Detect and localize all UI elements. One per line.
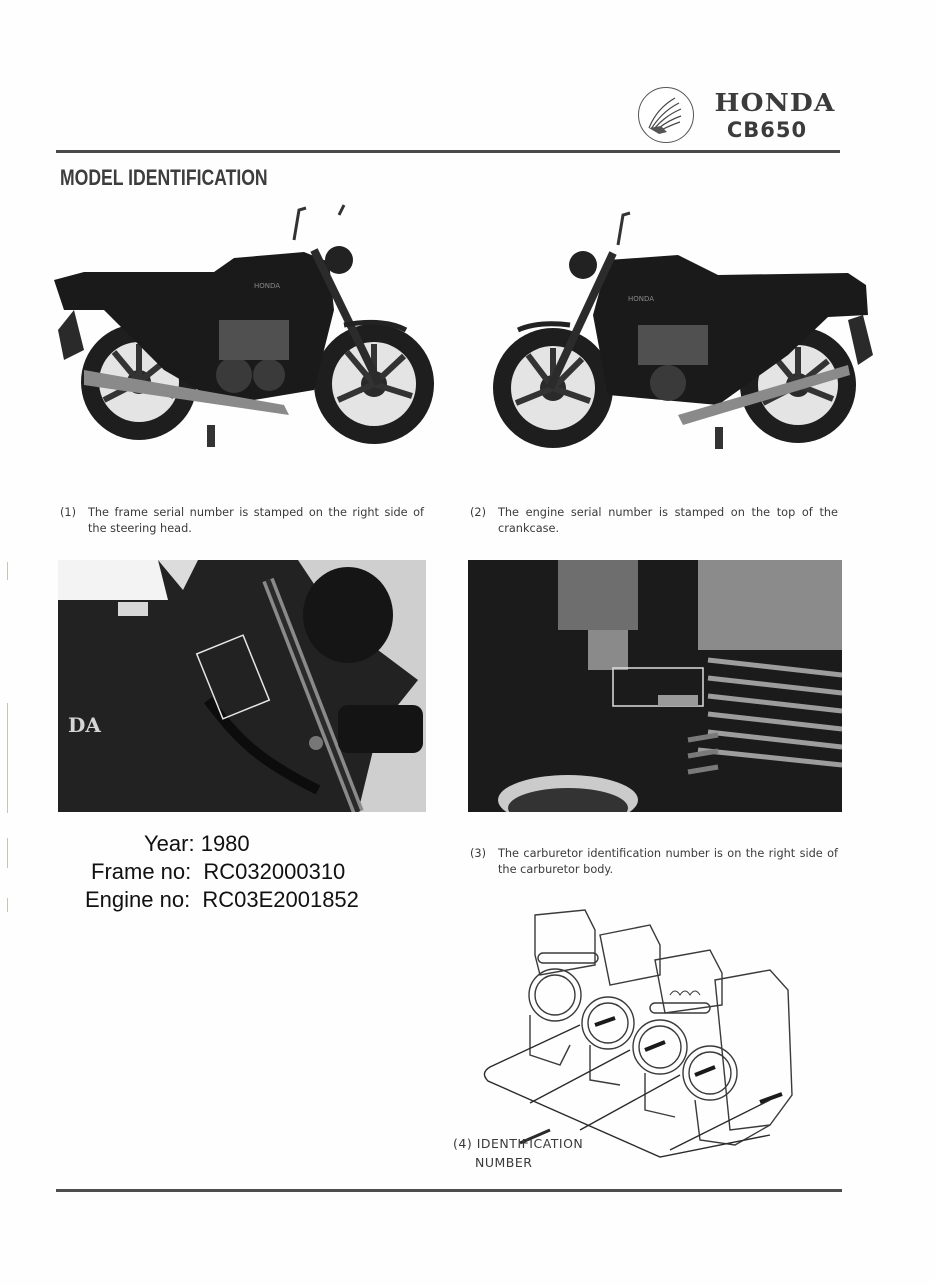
identification-block: Year: 1980 Frame no: RC032000310 Engine …: [60, 830, 440, 920]
header-divider: [56, 150, 840, 153]
brand-name: HONDA: [714, 88, 836, 117]
callout-label-line2: NUMBER: [475, 1155, 533, 1170]
model-name: CB650: [726, 118, 808, 142]
motorcycle-left-side-photo: HONDA: [44, 200, 444, 455]
caption-number: (2): [470, 506, 487, 519]
caption-text: The carburetor identification number is …: [498, 847, 838, 876]
footer-divider: [56, 1189, 842, 1192]
page-title: MODEL IDENTIFICATION: [60, 165, 268, 190]
scan-margin-mark: [7, 898, 8, 912]
scan-margin-mark: [7, 562, 8, 580]
carburetor-diagram: [470, 895, 830, 1165]
year-value: 1980: [200, 831, 250, 856]
frame-number-value: RC032000310: [203, 859, 346, 884]
crankcase-engine-number-photo: [468, 560, 842, 812]
frame-number-label: Frame no:: [91, 859, 192, 884]
caption-engine-serial: (2) The engine serial number is stamped …: [470, 505, 838, 539]
scan-margin-mark: [7, 838, 8, 868]
caption-number: (3): [470, 847, 487, 860]
steering-head-frame-number-photo: DA: [58, 560, 426, 812]
callout-number: (4): [453, 1136, 473, 1151]
callout-label-line1: IDENTIFICATION: [476, 1136, 584, 1151]
svg-text:HONDA: HONDA: [254, 282, 280, 290]
caption-frame-serial: (1) The frame serial number is stamped o…: [60, 505, 424, 539]
caption-carburetor-id: (3) The carburetor identification number…: [470, 846, 838, 880]
scan-margin-mark: [7, 703, 8, 813]
caption-text: The engine serial number is stamped on t…: [498, 506, 838, 535]
svg-text:HONDA: HONDA: [628, 295, 654, 303]
year-label: Year:: [144, 831, 195, 856]
engine-number-label: Engine no:: [85, 887, 191, 912]
engine-number-value: RC03E2001852: [202, 887, 359, 912]
caption-number: (1): [60, 506, 77, 519]
tank-badge-text: DA: [68, 713, 101, 737]
honda-wing-logo-icon: [638, 87, 694, 143]
motorcycle-right-side-photo: HONDA: [478, 205, 878, 460]
identification-number-callout: (4) IDENTIFICATION NUMBER: [453, 1134, 623, 1172]
caption-text: The frame serial number is stamped on th…: [88, 506, 424, 535]
